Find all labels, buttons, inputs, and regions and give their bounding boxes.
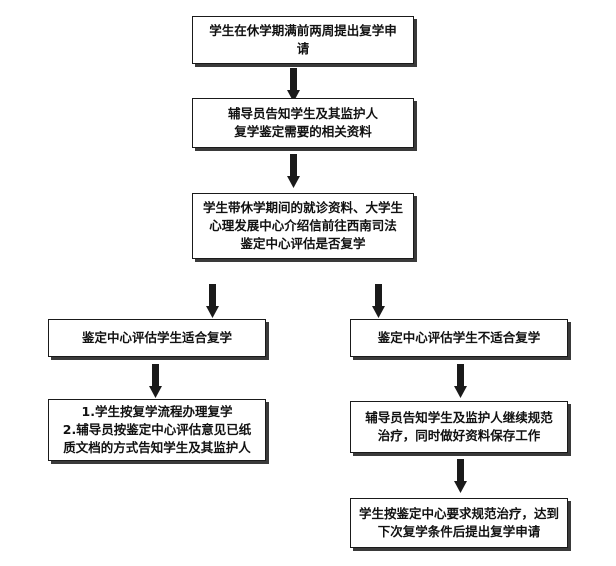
step-apply-text: 学生在休学期满前两周提出复学申 请 <box>209 23 397 56</box>
step-fit-process: 1.学生按复学流程办理复学 2.辅导员按鉴定中心评估意见已纸 质文档的方式告知学… <box>48 399 266 461</box>
step-reapply: 学生按鉴定中心要求规范治疗，达到 下次复学条件后提出复学申请 <box>350 498 568 548</box>
arrow-down-icon <box>287 154 300 188</box>
step-unfit-notify: 辅导员告知学生及监护人继续规范 治疗，同时做好资料保存工作 <box>350 401 568 453</box>
step-go-evaluate: 学生带休学期间的就诊资料、大学生 心理发展中心介绍信前往西南司法 鉴定中心评估是… <box>192 193 414 259</box>
step-unfit-text: 鉴定中心评估学生不适合复学 <box>377 330 541 345</box>
arrow-down-icon <box>454 364 467 398</box>
step-notify-materials: 辅导员告知学生及其监护人 复学鉴定需要的相关资料 <box>192 98 414 148</box>
step-go-evaluate-text: 学生带休学期间的就诊资料、大学生 心理发展中心介绍信前往西南司法 鉴定中心评估是… <box>202 200 403 251</box>
step-fit: 鉴定中心评估学生适合复学 <box>48 319 266 357</box>
arrow-down-icon <box>149 364 162 398</box>
arrow-down-icon <box>454 459 467 493</box>
step-unfit-notify-text: 辅导员告知学生及监护人继续规范 治疗，同时做好资料保存工作 <box>365 410 553 443</box>
step-unfit: 鉴定中心评估学生不适合复学 <box>350 319 568 357</box>
step-reapply-text: 学生按鉴定中心要求规范治疗，达到 下次复学条件后提出复学申请 <box>358 506 559 539</box>
arrow-down-icon <box>287 68 300 102</box>
arrow-down-icon <box>206 284 219 318</box>
step-notify-materials-text: 辅导员告知学生及其监护人 复学鉴定需要的相关资料 <box>227 106 378 139</box>
arrow-down-icon <box>372 284 385 318</box>
step-apply: 学生在休学期满前两周提出复学申 请 <box>192 16 414 64</box>
step-fit-process-text: 1.学生按复学流程办理复学 2.辅导员按鉴定中心评估意见已纸 质文档的方式告知学… <box>62 404 252 455</box>
step-fit-text: 鉴定中心评估学生适合复学 <box>81 330 232 345</box>
